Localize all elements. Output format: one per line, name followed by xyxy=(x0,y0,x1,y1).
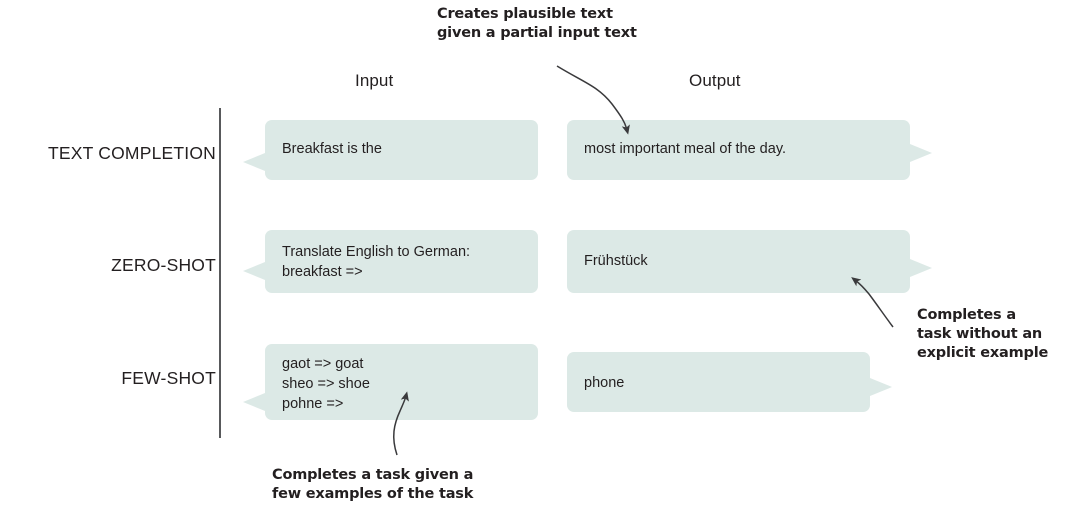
bubble-few-shot-output: phone xyxy=(567,352,870,412)
bubble-text: phone xyxy=(584,375,625,391)
bubble-text: Breakfast is the xyxy=(282,141,382,157)
bubble-text: Frühstück xyxy=(584,253,648,269)
row-label-text-completion: TEXT COMPLETION xyxy=(48,143,216,163)
bubble-zero-shot-output: Frühstück xyxy=(567,230,910,293)
bubble-tail-right-zero-shot-output xyxy=(910,259,932,277)
bubble-text: Translate English to German: breakfast =… xyxy=(282,244,471,280)
bubble-tail-right-text-completion-output xyxy=(910,144,932,162)
row-label-few-shot: FEW-SHOT xyxy=(121,368,216,388)
row-label-zero-shot: ZERO-SHOT xyxy=(111,255,216,275)
bubble-text-completion-input: Breakfast is the xyxy=(265,120,538,180)
annotation-few-shot: Completes a task given a few examples of… xyxy=(272,467,474,502)
bubble-text: most important meal of the day. xyxy=(584,141,787,157)
column-header-input: Input xyxy=(355,71,394,90)
bubble-tail-left-text-completion-input xyxy=(243,153,265,171)
bubble-tail-right-few-shot-output xyxy=(870,378,892,396)
bubble-text-completion-output: most important meal of the day. xyxy=(567,120,910,180)
bubble-tail-left-zero-shot-input xyxy=(243,262,265,280)
bubble-text: gaot => goat sheo => shoe pohne => xyxy=(282,356,370,412)
annotation-zero-shot: Completes a task without an explicit exa… xyxy=(917,307,1049,361)
bubble-tail-left-few-shot-input xyxy=(243,393,265,411)
column-header-output: Output xyxy=(689,71,741,90)
vertical-divider xyxy=(219,108,221,438)
bubble-zero-shot-input: Translate English to German: breakfast =… xyxy=(265,230,538,293)
bubble-few-shot-input: gaot => goat sheo => shoe pohne => xyxy=(265,344,538,420)
annotation-text-completion: Creates plausible text given a partial i… xyxy=(437,6,637,41)
